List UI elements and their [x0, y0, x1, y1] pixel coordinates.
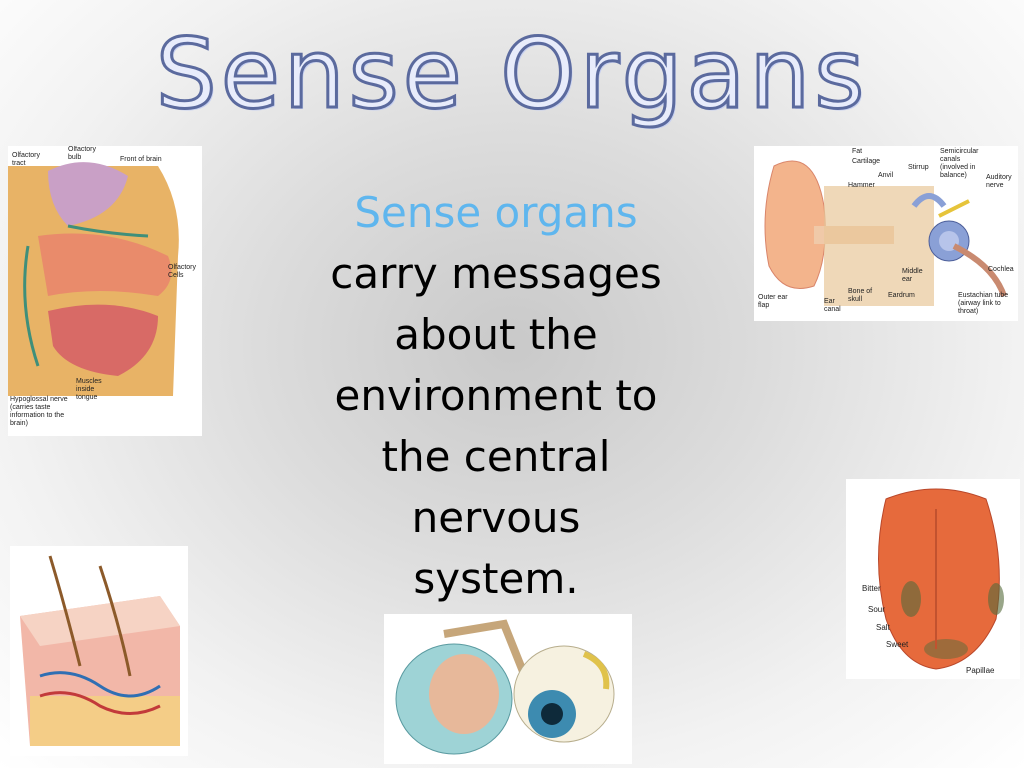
label-eustachian: Eustachian tube (airway link to throat): [958, 292, 1009, 315]
eye-diagram: [384, 614, 632, 764]
label-auditory-nerve: Auditory nerve: [986, 174, 1012, 189]
label-front-of-brain: Front of brain: [120, 156, 162, 163]
tongue-diagram: Bitter Sour Salt Sweet Papillae: [846, 479, 1020, 679]
slide-title: Sense Organs: [154, 17, 869, 132]
tongue-illustration: [878, 488, 1004, 670]
label-semicircular: Semicircular canals (involved in balance…: [940, 148, 979, 179]
label-muscles-inside-tongue: Muscles inside tongue: [76, 378, 102, 401]
label-middle-ear: Middle ear: [902, 268, 923, 283]
body-text: Sense organs carry messages about the en…: [300, 182, 692, 609]
ear-illustration: [764, 160, 1007, 306]
ear-diagram: Fat Cartilage Anvil Stirrup Semicircular…: [754, 146, 1018, 321]
label-olfactory-tract: Olfactory tract: [12, 152, 41, 167]
label-sour: Sour: [868, 605, 885, 614]
label-bone-of-skull: Bone of skull: [848, 288, 873, 303]
label-cartilage: Cartilage: [852, 158, 881, 165]
label-olfactory-bulb: Olfactory bulb: [68, 146, 97, 161]
label-cochlea: Cochlea: [988, 266, 1014, 273]
label-bitter: Bitter: [862, 584, 881, 593]
label-olfactory-cells: Olfactory Cells: [168, 264, 197, 279]
label-outer-ear-flap: Outer ear flap: [758, 294, 788, 309]
nose-illustration: [8, 162, 179, 396]
label-ear-canal: Ear canal: [824, 298, 841, 313]
body-line: environment to: [334, 371, 658, 420]
lead-text: Sense organs: [354, 188, 638, 237]
body-line: system.: [413, 554, 579, 603]
body-line: carry messages: [330, 249, 662, 298]
label-sweet: Sweet: [886, 640, 909, 649]
label-hammer: Hammer: [848, 182, 875, 189]
label-salt: Salt: [876, 623, 890, 632]
body-line: the central: [381, 432, 611, 481]
label-eardrum: Eardrum: [888, 292, 915, 299]
skin-diagram: [10, 546, 188, 756]
label-stirrup: Stirrup: [908, 164, 929, 171]
skin-illustration: [20, 555, 180, 746]
label-fat: Fat: [852, 148, 863, 155]
label-papillae: Papillae: [966, 666, 995, 675]
nose-diagram: Olfactory tract Olfactory bulb Front of …: [8, 146, 202, 436]
body-line: about the: [394, 310, 598, 359]
label-hypoglossal-nerve: Hypoglossal nerve (carries taste informa…: [10, 396, 68, 427]
eye-illustration: [395, 619, 615, 755]
body-line: nervous: [411, 493, 581, 542]
label-anvil: Anvil: [878, 172, 894, 179]
